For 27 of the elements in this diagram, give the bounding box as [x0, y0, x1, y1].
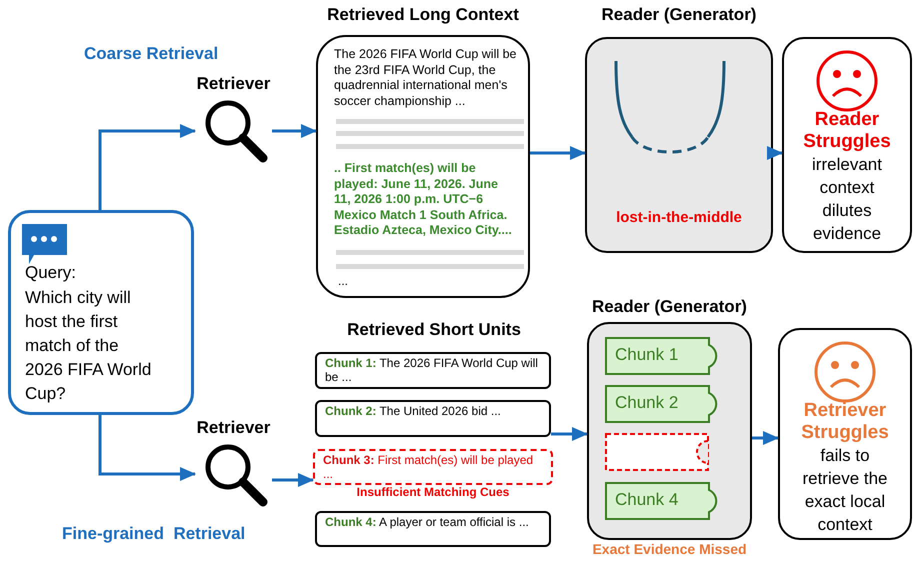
chunk-label: Chunk 4: [615, 490, 678, 510]
panel-heading: Retrieved Short Units: [346, 320, 522, 340]
chunk-label: Chunk 1: [615, 345, 678, 365]
outcome-title: Retriever Struggles: [800, 400, 890, 444]
panel-heading: Reader (Generator): [600, 5, 758, 25]
warning-caption: Exact Evidence Missed: [591, 541, 748, 557]
chunk-card: Chunk 1: The 2026 FIFA World Cup will be ...: [315, 352, 551, 389]
query-label: Query:: [25, 263, 76, 283]
chunk-card: Chunk 4: A player or team official is ...: [315, 511, 551, 547]
warning-text: lost-in-the-middle: [615, 209, 743, 226]
panel-heading: Reader (Generator): [591, 297, 748, 317]
chunk-label: Chunk 2: [615, 393, 678, 413]
retriever-label: Retriever: [196, 74, 272, 94]
outcome-text: fails to retrieve the exact local context: [801, 445, 889, 536]
panel-heading: Retrieved Long Context: [326, 5, 520, 25]
retrieval-label: Fine-grained Retrieval: [62, 524, 246, 544]
chunk-card: Chunk 3: First match(es) will be played ...: [313, 449, 553, 485]
evidence-text: .. First match(es) will be played: June 11, 2026. June 11, 2026 1:00 p.m. UTC−6 Mexico Match 1 South Africa. Estadio Azteca, Mexico City....: [334, 161, 513, 238]
ellipsis-text: ...: [338, 274, 348, 288]
query-text: Which city will host the first match of the 2026 FIFA World Cup?: [25, 287, 152, 405]
retriever-label: Retriever: [196, 418, 272, 438]
chunk-card: Chunk 2: The United 2026 bid ...: [315, 400, 551, 437]
warning-caption: Insufficient Matching Cues: [356, 485, 510, 499]
outcome-title: Reader Struggles: [802, 109, 892, 153]
retrieval-label: Coarse Retrieval: [84, 44, 218, 64]
outcome-text: irrelevant context dilutes evidence: [811, 154, 883, 245]
document-text: The 2026 FIFA World Cup will be the 23rd FIFA World Cup, the quadrennial international men's soccer championship ...: [334, 47, 518, 109]
